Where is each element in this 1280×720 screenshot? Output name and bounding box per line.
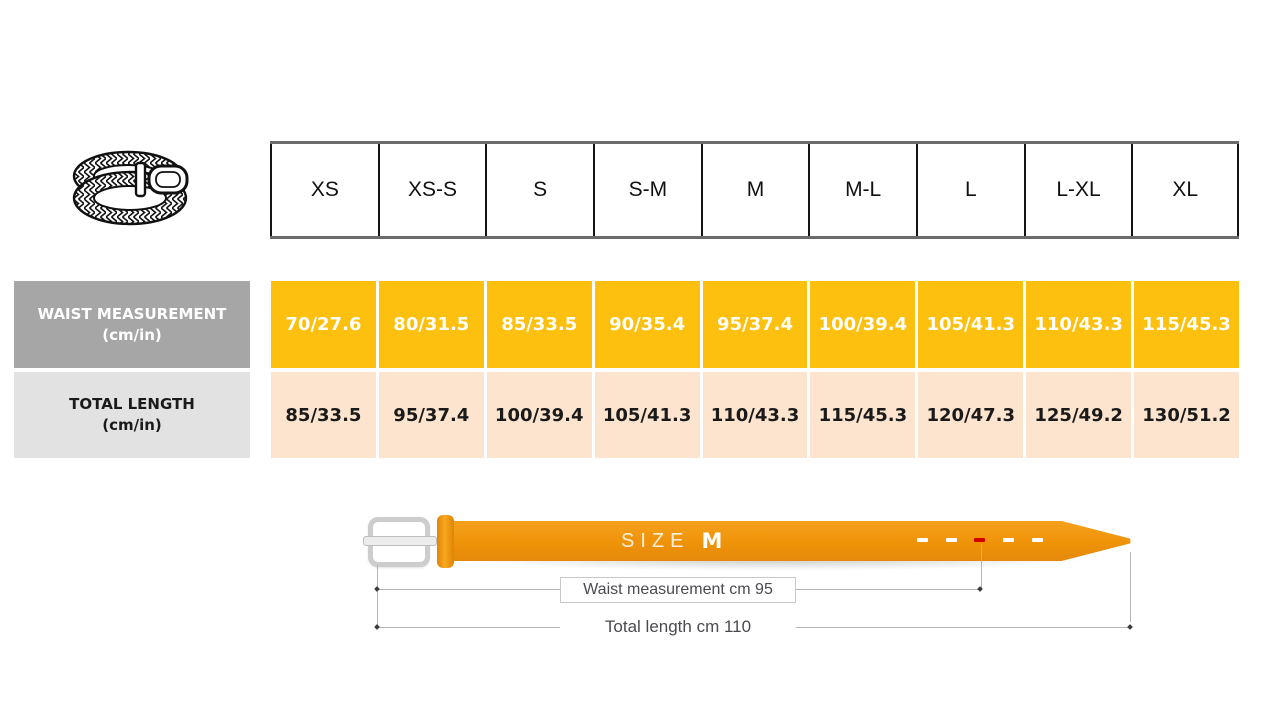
waist-value: 85/33.5 [486,281,592,368]
waist-row-label-unit: (cm/in) [102,325,162,344]
length-value: 110/43.3 [702,372,808,458]
belt-hole [1032,538,1043,542]
waist-row-label-text: WAIST MEASUREMENT [37,304,227,323]
size-header-m: M [700,144,809,236]
waist-values-row: 70/27.6 80/31.5 85/33.5 90/35.4 95/37.4 … [271,281,1239,368]
waist-row-label: WAIST MEASUREMENT (cm/in) [14,281,250,368]
waist-value: 80/31.5 [378,281,484,368]
length-value: 105/41.3 [594,372,700,458]
length-row-label-text: TOTAL LENGTH [69,395,195,413]
size-header-xs-s: XS-S [377,144,486,236]
belt-size-word: SIZE [621,529,690,552]
length-value: 125/49.2 [1026,372,1132,458]
size-header-m-l: M-L [808,144,916,236]
length-value: 120/47.3 [918,372,1024,458]
belt-shadow [455,559,1095,571]
size-header-xs: XS [270,144,378,236]
braided-belt-icon [72,150,189,226]
size-header-l-xl: L-XL [1023,144,1132,236]
waist-value: 105/41.3 [918,281,1024,368]
length-row-label-unit: (cm/in) [102,416,162,434]
waist-value: 90/35.4 [594,281,700,368]
waist-value: 115/45.3 [1134,281,1239,368]
length-values-row: 85/33.5 95/37.4 100/39.4 105/41.3 110/43… [271,372,1239,458]
waist-value: 70/27.6 [271,281,376,368]
guide-line-hole-vertical [981,544,982,589]
total-line-left-tick [374,624,380,630]
guide-line-buckle-vertical [377,565,378,628]
waist-measurement-callout: Waist measurement cm 95 [560,577,796,603]
size-header-s-m: S-M [592,144,701,236]
length-value: 95/37.4 [378,372,484,458]
belt-size-label: SIZE M [621,521,722,561]
belt-strap: SIZE M [453,521,1131,561]
size-header-row: XS XS-S S S-M M M-L L L-XL XL [270,141,1239,239]
waist-value: 100/39.4 [810,281,916,368]
length-value: 130/51.2 [1134,372,1239,458]
length-value: 100/39.4 [486,372,592,458]
total-line-right-tick [1127,624,1133,630]
belt-buckle-prong [363,536,437,546]
guide-line-tip-vertical [1130,552,1131,622]
length-value: 115/45.3 [810,372,916,458]
length-row-label: TOTAL LENGTH (cm/in) [14,372,250,458]
belt-hole [946,538,957,542]
belt-hole [1003,538,1014,542]
size-header-l: L [915,144,1024,236]
size-header-s: S [485,144,593,236]
waist-value: 95/37.4 [702,281,808,368]
belt-size-value: M [701,529,723,553]
total-length-callout: Total length cm 110 [560,614,796,640]
waist-line-left-tick [374,586,380,592]
belt-keeper-loop [437,515,454,568]
belt-hole [917,538,928,542]
belt-hole-highlighted [974,538,985,542]
size-header-xl: XL [1131,144,1239,236]
waist-value: 110/43.3 [1026,281,1132,368]
length-value: 85/33.5 [271,372,376,458]
